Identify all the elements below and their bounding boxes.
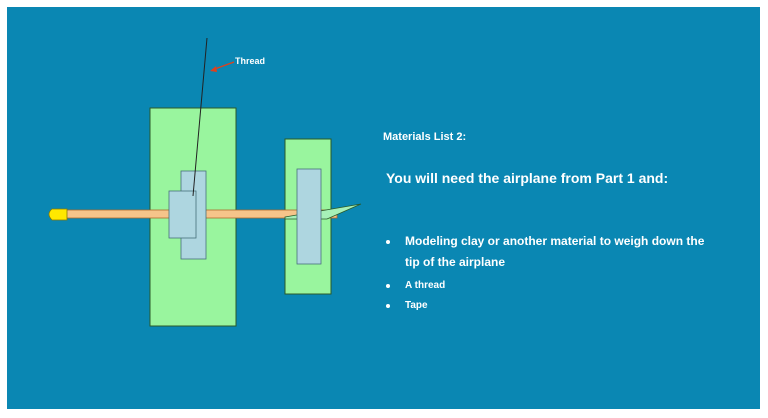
list-item-thread: A thread (383, 276, 713, 296)
thread-line (192, 37, 208, 197)
tape-large-front (168, 190, 197, 239)
nose (48, 208, 68, 221)
list-item-tape: Tape (383, 296, 713, 316)
thread-arrow-head (210, 66, 217, 72)
slide: Thread Materials List 2: You will need t… (7, 7, 760, 409)
materials-list: Modeling clay or another material to wei… (383, 231, 713, 316)
list-item-clay: Modeling clay or another material to wei… (383, 231, 713, 273)
tape-small (296, 168, 322, 265)
materials-title: Materials List 2: (383, 131, 467, 143)
materials-subtitle: You will need the airplane from Part 1 a… (386, 170, 669, 186)
thread-label: Thread (235, 56, 266, 66)
airplane-diagram (48, 37, 362, 327)
